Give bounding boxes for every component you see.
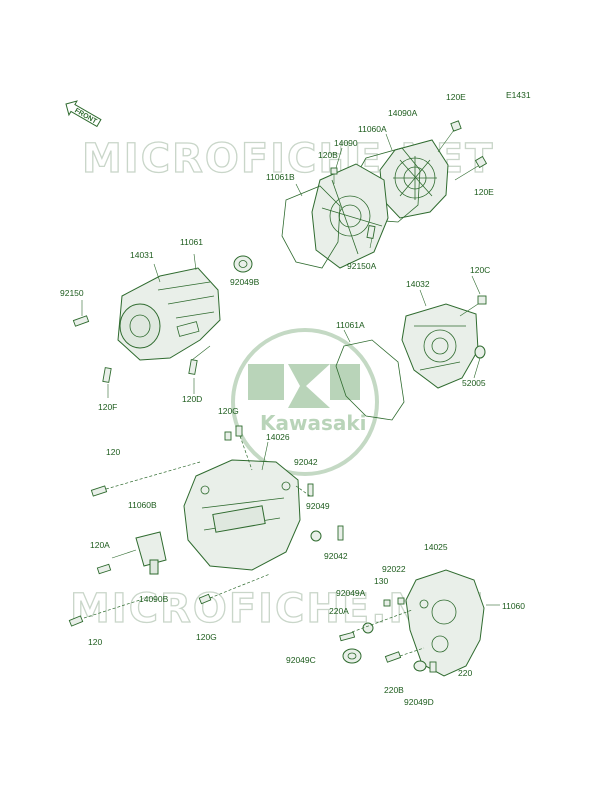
part-label: 92049C [286,655,316,665]
pulser-cover-14032 [401,303,479,389]
guard-14090b [135,531,167,575]
part-label: 14090 [334,138,358,148]
part-label: 92049A [336,588,366,598]
part-label: 14025 [424,542,448,552]
front-label: FRONT [73,107,98,125]
bolt-120-long-icon [90,485,108,497]
bolt-92022-icon [397,597,405,605]
bolt-120a-icon [96,563,112,575]
part-label: 11060A [358,124,387,134]
part-label: 120 [88,637,102,647]
part-label: 92022 [382,564,406,574]
part-label: 120A [90,540,110,550]
bolt-92042-lower-icon [337,525,344,541]
part-label: 92150A [347,261,377,271]
part-label: 120C [470,265,490,275]
part-label: 92049D [404,697,434,707]
part-label: 120F [98,402,117,412]
part-label: 92049B [230,277,260,287]
oil-seal-92049b-icon [233,255,253,273]
part-label: 92150 [60,288,84,298]
front-arrow-icon: FRONT [65,100,102,128]
part-label: 11060B [128,500,157,510]
bolt-92042-upper-icon [307,483,314,497]
oil-seal-92049c-icon [342,648,362,664]
part-label: 14031 [130,250,154,260]
kawasaki-logo: Kawasaki [231,328,379,476]
washer-92049d-icon [413,660,427,672]
part-label: 120 [106,447,120,457]
part-label: 14090B [139,594,169,604]
bolt-92150a-icon [366,225,376,239]
bolt-220b-icon [384,651,402,663]
plug-52005-icon [474,345,486,359]
bolt-120f-icon [102,367,112,383]
part-label: 11060 [502,601,525,611]
generator-cover-14031 [117,267,221,361]
part-label: 120G [218,406,239,416]
bolt-130-icon [383,599,391,607]
part-label: 220 [458,668,472,678]
part-label: 14090A [388,108,418,118]
bolt-120b-icon [330,167,338,184]
bolt-120g-lower-icon [198,593,212,605]
part-label: 52005 [462,378,486,388]
logo-text: Kawasaki [260,411,367,435]
part-label: 120G [196,632,217,642]
sprocket-cover-14026 [183,459,301,571]
part-label: 14026 [266,432,290,442]
bolt-120g-upper-icon [224,425,243,441]
part-labels: 120E 14090A 11060A 14090 120B 11061B 120… [60,92,525,707]
part-label: 92042 [324,551,348,561]
bolt-120-lower-icon [68,615,84,627]
part-label: 92042 [294,457,318,467]
part-label: 120B [318,150,338,160]
bolt-220a-icon [339,631,356,642]
part-label: 11061A [336,320,365,330]
bolt-220-icon [429,661,437,673]
clutch-cover-inner [311,163,389,269]
part-label: 130 [374,576,388,586]
washer-92049-icon [310,530,322,542]
leader-lines [81,133,500,657]
bolt-120d-icon [188,345,211,375]
bolt-120e-right-icon [454,155,488,181]
part-label: 120D [182,394,202,404]
part-label: 11061B [266,172,295,182]
gasket-11061a [335,339,405,421]
oil-pump-cover-14025 [405,569,485,677]
gasket-11061b [281,185,341,269]
bolt-92150-icon [72,315,90,327]
part-label: 120E [474,187,494,197]
bolt-120e-top-icon [437,120,462,153]
part-label: 220A [329,606,349,616]
part-label: 11061 [180,237,203,247]
part-label: 220B [384,685,404,695]
part-label: 92049 [306,501,330,511]
bolt-120c-icon [459,295,487,317]
part-label: 120E [446,92,466,102]
part-label: 14032 [406,279,430,289]
diagram-code: E1431 [506,90,531,100]
